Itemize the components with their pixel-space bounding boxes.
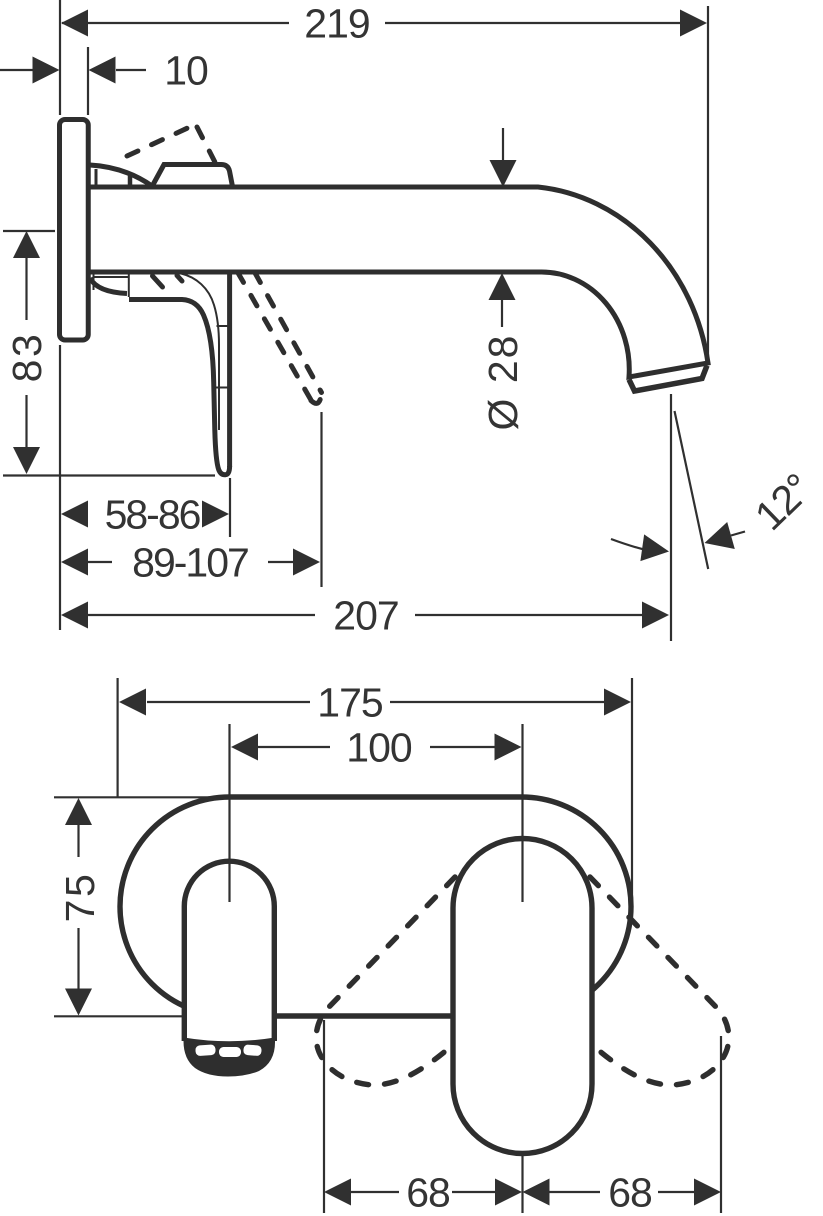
svg-text:89-107: 89-107 [132, 540, 248, 586]
svg-text:12°: 12° [746, 465, 820, 539]
svg-text:219: 219 [304, 1, 369, 47]
svg-text:75: 75 [57, 872, 103, 923]
svg-text:207: 207 [333, 593, 398, 639]
svg-text:83: 83 [4, 332, 50, 383]
svg-text:100: 100 [346, 725, 412, 771]
svg-text:10: 10 [164, 48, 208, 94]
svg-text:58-86: 58-86 [105, 492, 200, 538]
svg-text:68: 68 [608, 1170, 652, 1216]
svg-text:175: 175 [317, 680, 383, 726]
svg-text:68: 68 [406, 1170, 450, 1216]
svg-text:Ø 28: Ø 28 [480, 334, 526, 431]
